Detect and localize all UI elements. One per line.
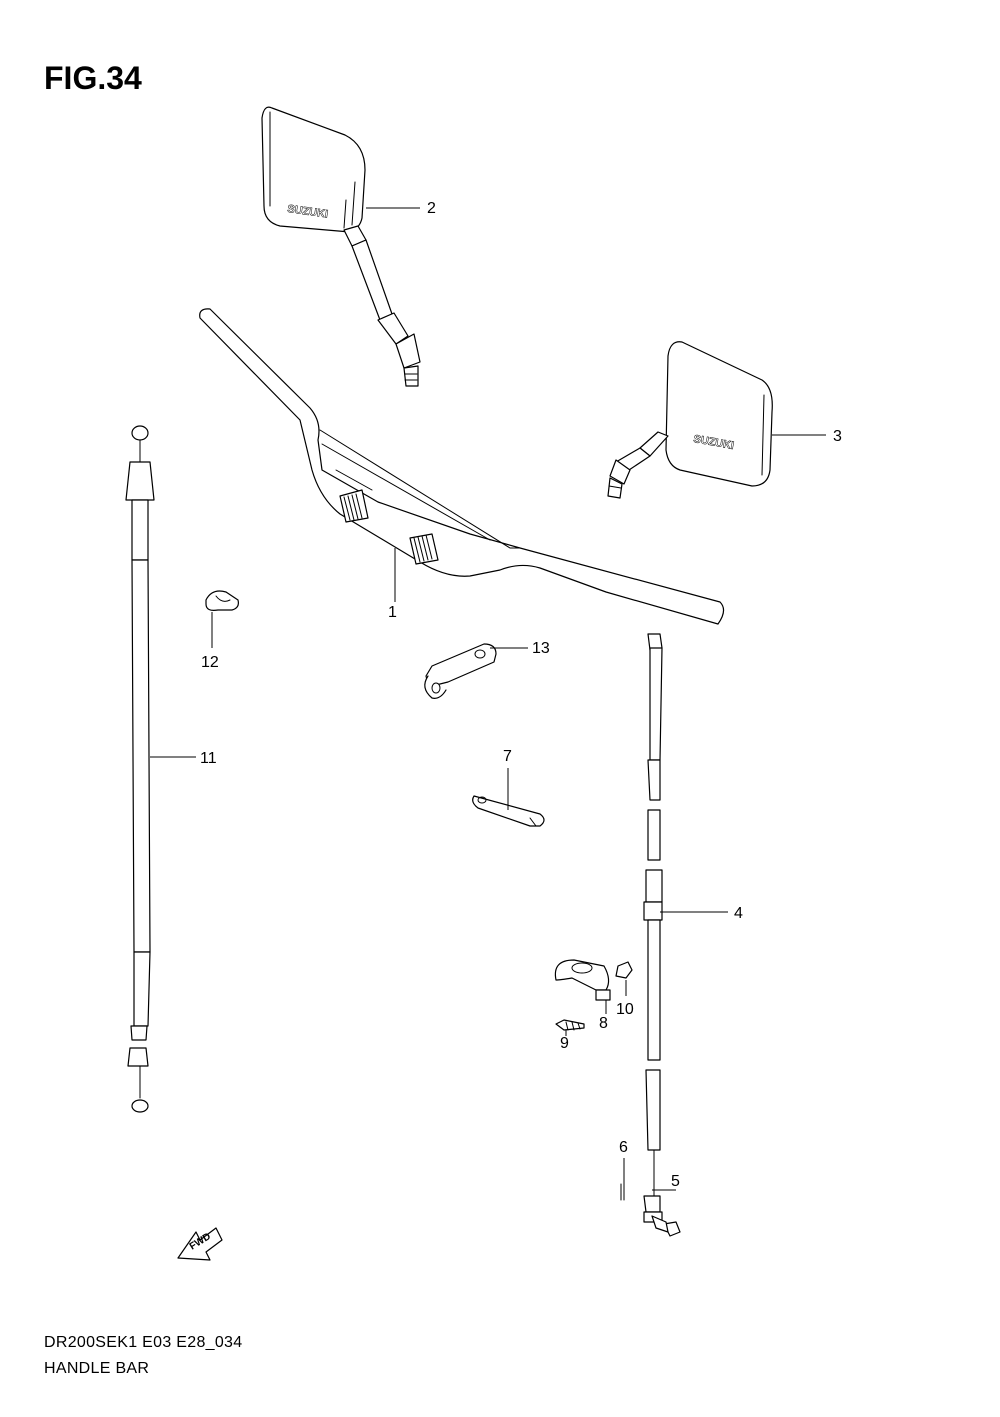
callout-7: 7 <box>503 748 512 765</box>
left-mirror: SUZUKI <box>261 106 421 387</box>
callout-2: 2 <box>427 200 436 217</box>
callout-4: 4 <box>734 905 743 922</box>
wire-clamp <box>472 795 545 827</box>
screw <box>555 1019 585 1031</box>
callout-12: 12 <box>201 654 219 671</box>
bracket <box>424 643 497 699</box>
fwd-arrow: FWD <box>177 1227 223 1261</box>
callout-6: 6 <box>619 1139 628 1156</box>
throttle-clamp <box>554 959 611 1001</box>
handlebar <box>199 308 725 625</box>
clutch-cable <box>125 425 155 1113</box>
callout-3: 3 <box>833 428 842 445</box>
callout-8: 8 <box>599 1015 608 1032</box>
leader-lines <box>150 207 826 1191</box>
callout-13: 13 <box>532 640 550 657</box>
bolt <box>651 1215 681 1237</box>
callout-10: 10 <box>616 1001 634 1018</box>
nut <box>615 961 633 979</box>
callout-numbers: 1 2 3 4 5 6 7 8 9 10 11 12 13 <box>200 200 842 1190</box>
svg-text:SUZUKI: SUZUKI <box>287 203 329 221</box>
cotter-pin <box>620 1183 625 1201</box>
callout-11: 11 <box>200 750 217 767</box>
callout-5: 5 <box>671 1173 680 1190</box>
callout-1: 1 <box>388 604 397 621</box>
callout-9: 9 <box>560 1035 569 1052</box>
model-code: DR200SEK1 E03 E28_034 <box>44 1334 243 1351</box>
throttle-cable <box>643 633 663 1223</box>
cable-clip <box>205 590 239 611</box>
figure-caption: HANDLE BAR <box>44 1360 150 1377</box>
right-mirror: SUZUKI <box>607 341 773 499</box>
figure-title: FIG.34 <box>44 60 142 96</box>
